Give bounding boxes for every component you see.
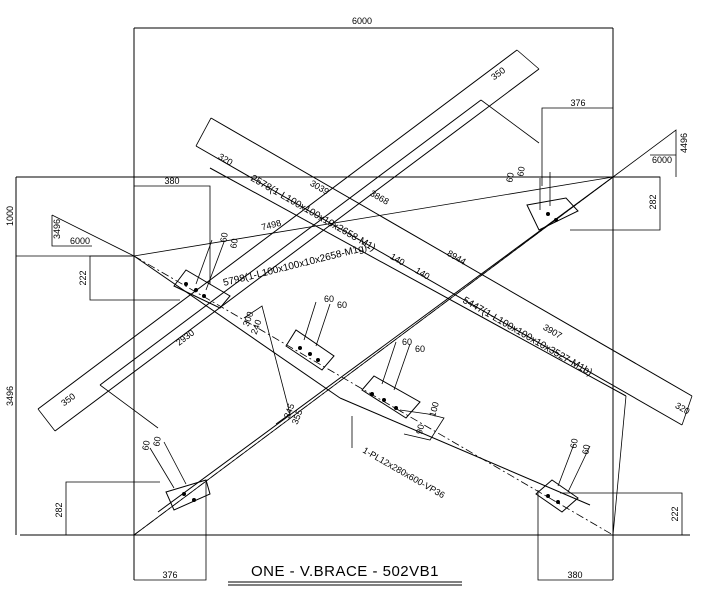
slope-triangle-left [51, 214, 135, 257]
bolt-60-e: 60 [324, 294, 334, 304]
band-width-350-top: 350 [489, 65, 507, 82]
outer-frame [15, 27, 690, 580]
slope-right-rise: 4496 [679, 133, 689, 153]
plate-left-bottom [149, 441, 211, 511]
bolt-60-f: 60 [337, 300, 347, 310]
bolt-60-h: 60 [415, 344, 425, 354]
height-dim-1000: 1000 [5, 206, 15, 226]
right-top-offset-box [541, 107, 614, 186]
height-dim-3496: 3496 [5, 386, 15, 406]
len-7498: 7498 [260, 218, 282, 233]
member-label-left-lower: 5798(1-L100x100x10x2658-M1g) [222, 242, 368, 288]
slope-right-run: 6000 [652, 155, 672, 165]
plate-dim-300: 300 [241, 310, 256, 328]
plate-dim-240: 240 [249, 318, 264, 336]
plate-dim-345: 345 [282, 402, 297, 420]
bolt-60-c: 60 [218, 232, 230, 244]
drawing-title: ONE - V.BRACE - 502VB1 [251, 563, 439, 580]
len-3907: 3907 [541, 322, 563, 341]
dim-380-bottom: 380 [567, 570, 582, 580]
bolt-60-d: 60 [228, 238, 240, 250]
slope-left-rise: 3496 [52, 219, 62, 239]
bolt-60-j: 60 [151, 436, 163, 448]
plate-dim-355: 355 [290, 408, 305, 426]
gusset-plate [243, 305, 353, 448]
dim-222-right: 222 [670, 506, 680, 521]
plate-dim-90: 90 [414, 423, 426, 435]
overall-width-dim: 6000 [352, 16, 372, 26]
band-width-350-bottom: 350 [59, 391, 77, 408]
dim-282-left: 282 [54, 502, 64, 517]
dim-376-bottom: 376 [162, 570, 177, 580]
plate-center-left [285, 301, 335, 371]
band-width-320-bottom: 320 [673, 400, 691, 416]
bolt-60-l: 60 [580, 444, 592, 456]
brace-band-ascending [37, 49, 614, 513]
len-2930: 2930 [174, 328, 196, 348]
dim-380-top: 380 [164, 176, 179, 186]
len-3039: 3039 [308, 178, 330, 197]
right-bottom-offset-box [537, 490, 613, 581]
bolt-60-i: 60 [140, 440, 152, 452]
slope-left-run: 6000 [70, 236, 90, 246]
dim-282-right: 282 [648, 194, 658, 209]
bolt-60-k: 60 [568, 438, 580, 450]
left-bottom-offset-box [134, 480, 207, 581]
right-height-dims [560, 176, 683, 535]
slope-triangle-right [612, 129, 677, 178]
bolt-60-b: 60 [515, 166, 527, 178]
plate-right-top [526, 172, 579, 231]
work-lines [133, 176, 614, 536]
band-width-320-top: 320 [216, 151, 234, 167]
dim-376-top: 376 [570, 98, 585, 108]
member-label-right-long: 5447(1-L100x100x10x3527-M1b) [461, 295, 595, 378]
bolt-60-g: 60 [402, 337, 412, 347]
plate-right-bottom [535, 443, 591, 513]
left-height-dims [65, 255, 180, 535]
brace-band-descending [133, 117, 693, 536]
left-top-offset-box [134, 185, 211, 284]
gap-140-b: 140 [413, 265, 431, 281]
plate-member-label: 1-PL12x280x600-VP36 [361, 445, 447, 500]
len-3868: 3868 [368, 188, 390, 207]
plate-dim-100: 100 [427, 401, 441, 418]
dim-222-left: 222 [78, 270, 88, 285]
plate-center-right [361, 341, 445, 441]
bolt-60-a: 60 [504, 172, 516, 184]
plate-left-top [173, 239, 231, 309]
